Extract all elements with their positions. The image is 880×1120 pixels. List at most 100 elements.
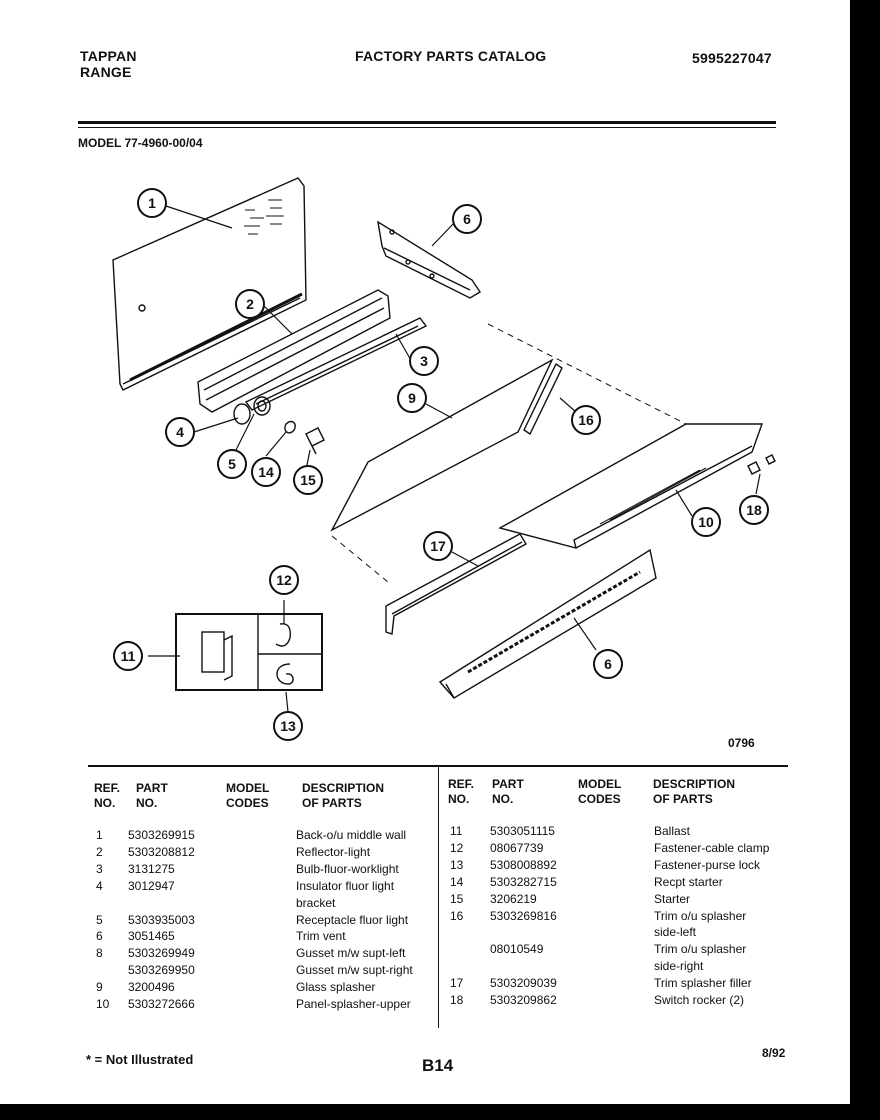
cell-desc: Receptacle fluor light (296, 912, 409, 927)
cell-part: 3051465 (128, 929, 175, 944)
cell-ref: 8 (96, 946, 103, 961)
cell-desc: Trim o/u splasher (654, 942, 747, 957)
callout-circles (113, 188, 769, 741)
part-trim-side (523, 362, 563, 436)
cell-desc: Insulator fluor light (296, 878, 395, 893)
header-rule-top (78, 121, 776, 124)
cell-desc: Fastener-cable clamp (654, 840, 770, 855)
cell-desc: Gusset m/w supt-left (296, 946, 406, 961)
header-rule-bottom (78, 127, 776, 128)
part-small-components (233, 396, 325, 455)
part-glass-splasher (330, 358, 554, 532)
cell-desc: Trim splasher filler (654, 976, 752, 991)
callout-11: 11 (121, 648, 136, 664)
leader-lines (148, 205, 761, 713)
callout-labels: 1 2 3 4 5 14 15 6 9 16 10 18 17 12 11 13… (121, 195, 762, 734)
cell-ref: 10 (96, 997, 110, 1011)
table-row: bracket (88, 895, 428, 911)
cell-ref: 11 (450, 824, 463, 838)
cell-part: 5308008892 (490, 857, 557, 872)
catalog-title: FACTORY PARTS CATALOG (355, 48, 547, 64)
part-reflector (197, 289, 391, 413)
cell-desc: Trim vent (296, 929, 346, 944)
cell-part: 08067739 (490, 840, 544, 855)
callout-18: 18 (746, 502, 762, 518)
cell-desc: Trim o/u splasher (654, 908, 747, 923)
callout-15: 15 (300, 472, 316, 488)
callout-3: 3 (420, 353, 428, 369)
table-row: 08010549 Trim o/u splasher (442, 941, 782, 957)
part-switch-rocker (747, 454, 776, 475)
cell-part: 5303269949 (128, 946, 195, 961)
cell-desc: Fastener-purse lock (654, 857, 761, 872)
cell-ref: 18 (450, 993, 464, 1007)
cell-desc: Switch rocker (2) (654, 993, 745, 1007)
callout-10: 10 (698, 514, 714, 530)
cell-ref: 16 (450, 908, 464, 923)
cell-part: 5303272666 (128, 997, 195, 1011)
callout-17: 17 (430, 538, 446, 554)
cell-desc: Gusset m/w supt-right (296, 963, 413, 978)
brand-line2: RANGE (80, 64, 132, 80)
cell-part: 5303209862 (490, 993, 557, 1007)
callout-2: 2 (246, 296, 254, 312)
cell-part: 3200496 (128, 980, 175, 995)
callout-1: 1 (148, 195, 156, 211)
table-divider (438, 765, 439, 1028)
cell-part: 08010549 (490, 942, 544, 957)
cell-part: 3206219 (490, 891, 537, 906)
cell-part: 5303269816 (490, 908, 557, 923)
part-fluorescent-bulb (244, 317, 428, 411)
assembly-lines (331, 323, 687, 583)
part-panel-upper (498, 423, 763, 549)
inset-box (175, 613, 323, 691)
callout-13: 13 (280, 718, 296, 734)
cell-desc: bracket (296, 895, 336, 910)
callout-14: 14 (258, 464, 274, 480)
cell-desc: Panel-splasher-upper (296, 997, 411, 1011)
cell-ref: 4 (96, 878, 103, 893)
table-row: side-left (442, 924, 782, 940)
callout-12: 12 (276, 572, 292, 588)
cell-ref: 17 (450, 976, 464, 991)
illustration-code: 0796 (728, 736, 755, 750)
table-row: 18 5303209862 Switch rocker (2) (442, 992, 782, 1008)
cell-ref: 5 (96, 912, 103, 927)
cell-desc: side-right (654, 959, 704, 974)
cell-part: 5303269950 (128, 963, 195, 978)
table-row: 5303269950 Gusset m/w supt-right (88, 962, 428, 978)
callout-6: 6 (604, 656, 612, 672)
catalog-page: TAPPAN RANGE FACTORY PARTS CATALOG 59952… (0, 0, 850, 1104)
header-ref-left: REF.NO. (94, 781, 121, 810)
not-illustrated-note: * = Not Illustrated (86, 1052, 194, 1067)
cell-part: 5303208812 (128, 844, 195, 859)
callout-16: 16 (578, 412, 594, 428)
table-row: 16 5303269816 Trim o/u splasher (442, 908, 782, 924)
header-ref-right: REF.NO. (448, 777, 475, 806)
cell-ref: 14 (450, 874, 464, 889)
cell-ref: 9 (96, 980, 103, 995)
callout-9: 9 (408, 390, 416, 406)
page-number: B14 (422, 1056, 454, 1075)
cell-ref: 12 (450, 840, 464, 855)
table-row: 8 5303269949 Gusset m/w supt-left (88, 945, 428, 961)
cell-ref: 3 (96, 861, 103, 876)
cell-part: 5303051115 (490, 824, 555, 838)
cell-ref: 2 (96, 844, 103, 859)
callout-4: 4 (176, 424, 184, 440)
exploded-parts-diagram: 1 2 3 4 5 14 15 6 9 16 10 18 17 12 11 13… (112, 177, 776, 741)
